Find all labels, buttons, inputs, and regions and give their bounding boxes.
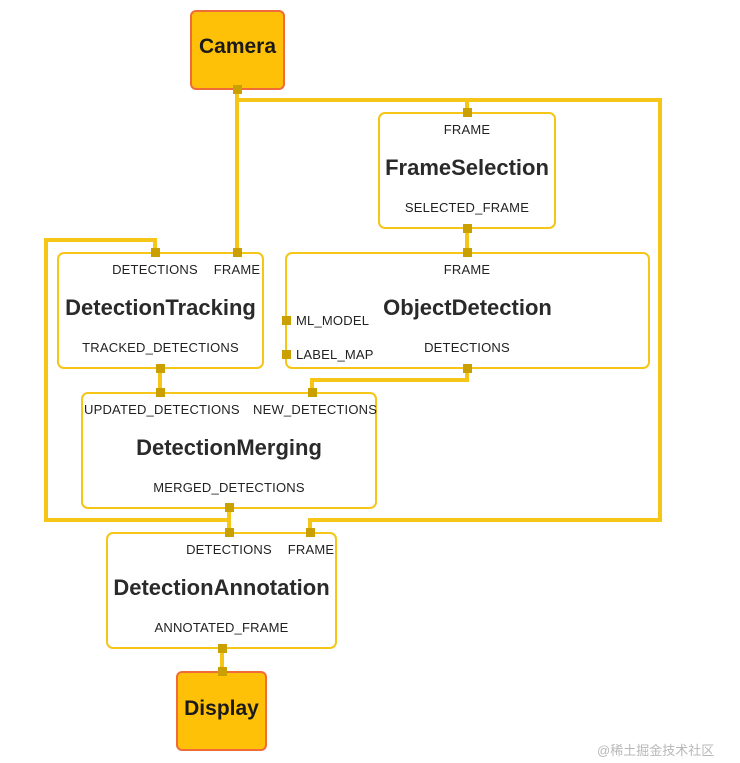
merging-new-port [308,388,317,397]
frameselection-frame-port [463,108,472,117]
objectdetection-labelmap-port [282,350,291,359]
edge-camera-to-annotation-frame [308,98,662,532]
camera-output-port [233,85,242,94]
tracking-input-frame: FRAME [213,262,261,277]
annotation-title: DetectionAnnotation [113,575,330,600]
merging-input-new: NEW_DETECTIONS [253,402,378,417]
annotation-output-annotated: ANNOTATED_FRAME [154,620,289,635]
annotation-input-detections: DETECTIONS [186,542,272,557]
tracking-detections-port [151,248,160,257]
tracking-output-tracked: TRACKED_DETECTIONS [82,340,239,355]
objectdetection-side-mlmodel: ML_MODEL [296,313,370,328]
edge-merging-loop-to-tracking [44,238,229,522]
objectdetection-mlmodel-port [282,316,291,325]
display-input-port [218,667,227,676]
frameselection-input-frame: FRAME [443,122,491,137]
display-label: Display [184,697,259,720]
frameselection-output-selected: SELECTED_FRAME [404,200,530,215]
ports [151,85,472,676]
merging-merged-port [225,503,234,512]
edge-camera-to-frameselection [237,98,469,112]
objectdetection-frame-port [463,248,472,257]
tracking-input-detections: DETECTIONS [112,262,198,277]
merging-updated-port [156,388,165,397]
frameselection-title: FrameSelection [385,155,549,180]
objectdetection-detections-port [463,364,472,373]
frameselection-selected-port [463,224,472,233]
merging-title: DetectionMerging [136,435,322,460]
merging-input-updated: UPDATED_DETECTIONS [84,402,240,417]
tracking-tracked-port [156,364,165,373]
tracking-title: DetectionTracking [65,295,256,320]
annotation-detections-port [225,528,234,537]
annotation-frame-port [306,528,315,537]
objectdetection-side-labelmap: LABEL_MAP [296,347,374,362]
objectdetection-output-detections: DETECTIONS [424,340,510,355]
nodes [57,10,650,751]
tracking-frame-port [233,248,242,257]
merging-output-merged: MERGED_DETECTIONS [153,480,305,495]
watermark-text: @稀土掘金技术社区 [597,743,715,758]
annotation-output-port [218,644,227,653]
objectdetection-title: ObjectDetection [383,295,552,320]
edge-objectdetection-to-merging [310,370,469,392]
objectdetection-input-frame: FRAME [443,262,491,277]
camera-label: Camera [198,35,277,58]
annotation-input-frame: FRAME [287,542,335,557]
